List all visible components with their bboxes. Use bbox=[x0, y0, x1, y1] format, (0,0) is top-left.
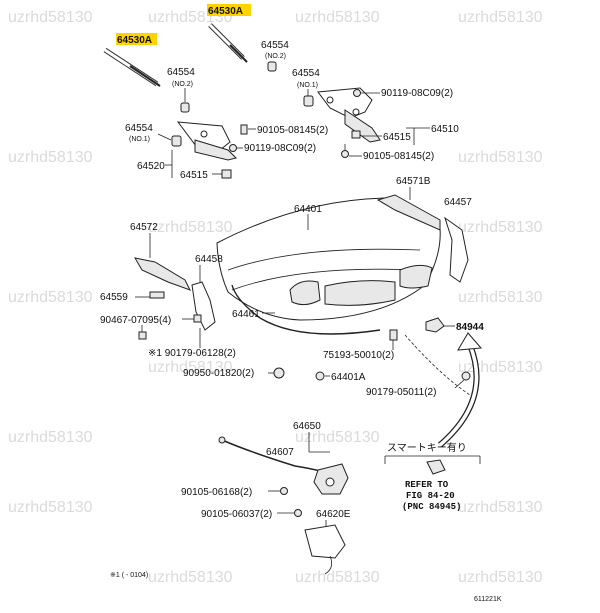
hinge-assembly-left-64520[interactable] bbox=[176, 121, 237, 161]
clip-90467-a[interactable] bbox=[193, 314, 202, 323]
watermark: uzrhd58130 bbox=[458, 569, 543, 586]
trim-64572[interactable] bbox=[134, 257, 192, 291]
watermark: uzrhd58130 bbox=[458, 359, 543, 376]
clip-90467-b[interactable] bbox=[138, 331, 147, 340]
part-number-64458[interactable]: 64458 bbox=[195, 254, 223, 265]
watermark: uzrhd58130 bbox=[458, 219, 543, 236]
watermark: uzrhd58130 bbox=[8, 429, 93, 446]
part-number-64510[interactable]: 64510 bbox=[431, 124, 459, 135]
refer-pnc-label: (PNC 84945) bbox=[402, 502, 461, 512]
footnote: ※1 ( - 0104) bbox=[110, 572, 148, 579]
clip-variant-no1-left: (NO.1) bbox=[129, 136, 150, 143]
bolt-90105-c[interactable] bbox=[280, 487, 288, 495]
clip-64554-no2-top[interactable] bbox=[267, 61, 277, 72]
part-number-64554-mid[interactable]: 64554 bbox=[167, 67, 195, 78]
weatherstrip-64461[interactable] bbox=[231, 284, 381, 335]
clip-variant-no1-right: (NO.1) bbox=[297, 82, 318, 89]
cushion-90950[interactable] bbox=[273, 367, 285, 379]
part-64401a[interactable] bbox=[315, 371, 325, 381]
bolt-90105-a[interactable] bbox=[240, 124, 248, 135]
watermark: uzrhd58130 bbox=[8, 9, 93, 26]
watermark: uzrhd58130 bbox=[8, 499, 93, 516]
part-number-90119-top[interactable]: 90119-08C09(2) bbox=[381, 88, 453, 99]
clip-75193[interactable] bbox=[389, 329, 398, 341]
trunk-lid-panel-64401[interactable] bbox=[216, 197, 441, 321]
part-number-64571b[interactable]: 64571B bbox=[396, 176, 431, 187]
bolt-64515-right[interactable] bbox=[351, 130, 361, 139]
part-number-64520[interactable]: 64520 bbox=[137, 161, 165, 172]
watermark: uzrhd58130 bbox=[458, 289, 543, 306]
bolt-90119-mid[interactable] bbox=[229, 144, 237, 152]
part-number-64515-right[interactable]: 64515 bbox=[383, 132, 411, 143]
stopper-64559[interactable] bbox=[149, 291, 165, 299]
watermark: uzrhd58130 bbox=[458, 499, 543, 516]
watermark: uzrhd58130 bbox=[148, 219, 233, 236]
bolt-90119-top[interactable] bbox=[353, 89, 361, 97]
smart-key-switch[interactable] bbox=[426, 459, 446, 475]
watermark: uzrhd58130 bbox=[8, 289, 93, 306]
lock-assembly-64620e[interactable] bbox=[313, 463, 349, 495]
bolt-90105-d[interactable] bbox=[294, 509, 302, 517]
watermark: uzrhd58130 bbox=[458, 149, 543, 166]
part-number-90179-a[interactable]: ※1 90179-06128(2) bbox=[148, 348, 236, 359]
garnish-64571b[interactable] bbox=[376, 194, 441, 231]
highlight-64530a-right bbox=[207, 4, 251, 16]
part-number-90467[interactable]: 90467-07095(4) bbox=[100, 315, 171, 326]
watermark: uzrhd58130 bbox=[295, 9, 380, 26]
part-number-90105-a[interactable]: 90105-08145(2) bbox=[257, 125, 328, 136]
nut-90179-b[interactable] bbox=[461, 371, 471, 381]
refer-fig-link[interactable]: FIG 84-20 bbox=[406, 491, 455, 501]
part-number-90105-b[interactable]: 90105-08145(2) bbox=[363, 151, 434, 162]
part-number-90105-d[interactable]: 90105-06037(2) bbox=[201, 509, 272, 520]
clip-64554-no2-mid[interactable] bbox=[180, 102, 190, 113]
part-number-64554-left[interactable]: 64554 bbox=[125, 123, 153, 134]
part-number-64530a-right[interactable]: 64530A bbox=[208, 6, 243, 17]
refer-to-label: REFER TO bbox=[405, 480, 449, 490]
smart-key-label: スマートキー有り bbox=[387, 441, 467, 454]
switch-84944[interactable] bbox=[425, 317, 445, 333]
part-number-64457[interactable]: 64457 bbox=[444, 197, 472, 208]
highlight-64530a-left bbox=[116, 33, 157, 45]
clip-64554-no1-left[interactable] bbox=[171, 135, 182, 147]
clip-variant-no2-top: (NO.2) bbox=[265, 53, 286, 60]
figure-code: 611221K bbox=[474, 596, 502, 603]
lift-support-strut-left[interactable] bbox=[103, 47, 161, 87]
trim-64457[interactable] bbox=[444, 216, 469, 283]
bolt-90105-b[interactable] bbox=[341, 150, 349, 158]
part-number-64572[interactable]: 64572 bbox=[130, 222, 158, 233]
part-number-64650[interactable]: 64650 bbox=[293, 421, 321, 432]
watermark: uzrhd58130 bbox=[148, 569, 233, 586]
watermark: uzrhd58130 bbox=[295, 569, 380, 586]
lock-actuator-64620e[interactable] bbox=[304, 524, 346, 575]
part-number-64554-top[interactable]: 64554 bbox=[261, 40, 289, 51]
part-number-64515-left[interactable]: 64515 bbox=[180, 170, 208, 181]
watermark: uzrhd58130 bbox=[458, 9, 543, 26]
watermark: uzrhd58130 bbox=[148, 359, 233, 376]
part-number-64607[interactable]: 64607 bbox=[266, 447, 294, 458]
part-number-64530a-left[interactable]: 64530A bbox=[117, 35, 152, 46]
part-number-90179-b[interactable]: 90179-05011(2) bbox=[366, 387, 436, 398]
part-number-64401[interactable]: 64401 bbox=[294, 204, 322, 215]
part-number-64401a[interactable]: 64401A bbox=[331, 372, 366, 383]
part-number-64559[interactable]: 64559 bbox=[100, 292, 128, 303]
lift-support-strut-right[interactable] bbox=[208, 23, 248, 63]
trim-64458[interactable] bbox=[191, 281, 216, 331]
bolt-64515-left[interactable] bbox=[221, 169, 232, 179]
part-number-84944[interactable]: 84944 bbox=[456, 322, 484, 333]
part-number-90105-c[interactable]: 90105-06168(2) bbox=[181, 487, 252, 498]
clip-64554-no1-right[interactable] bbox=[303, 95, 314, 107]
watermark: uzrhd58130 bbox=[295, 429, 380, 446]
part-number-90119-mid[interactable]: 90119-08C09(2) bbox=[244, 143, 316, 154]
part-number-64554-right[interactable]: 64554 bbox=[292, 68, 320, 79]
part-number-64620e[interactable]: 64620E bbox=[316, 509, 351, 520]
part-number-90950[interactable]: 90950-01820(2) bbox=[183, 368, 254, 379]
watermark: uzrhd58130 bbox=[8, 149, 93, 166]
part-number-64461[interactable]: 64461 bbox=[232, 309, 260, 320]
reference-arrow bbox=[438, 332, 483, 448]
part-number-75193[interactable]: 75193-50010(2) bbox=[323, 350, 394, 361]
clip-variant-no2-mid: (NO.2) bbox=[172, 81, 193, 88]
